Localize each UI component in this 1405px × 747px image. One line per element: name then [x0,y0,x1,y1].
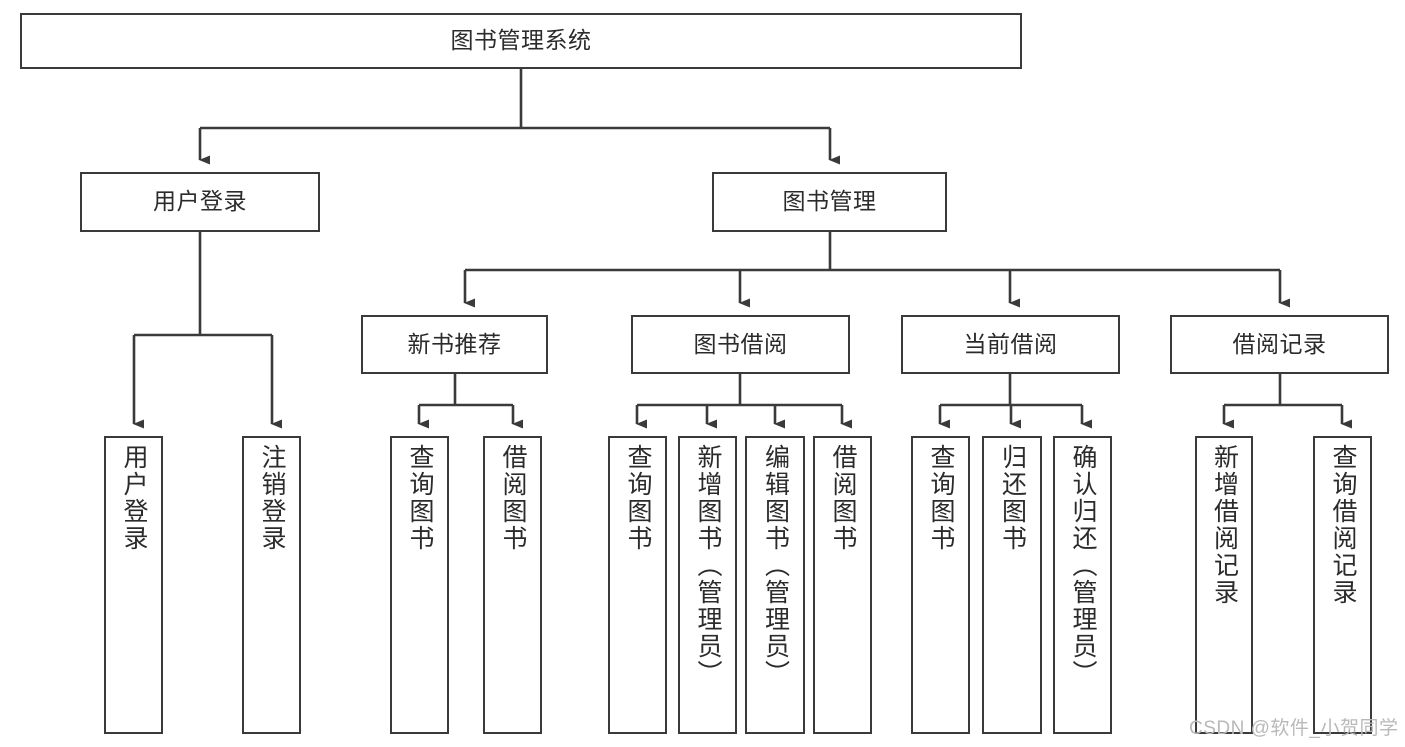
leaf-confirm-return[interactable]: 确认归还（管理员） [1053,436,1112,734]
node-book-manage[interactable]: 图书管理 [712,172,947,232]
leaf-edit-book-label: 编辑图书（管理员） [761,444,790,687]
node-new-book-rec[interactable]: 新书推荐 [361,315,548,374]
node-root[interactable]: 图书管理系统 [20,13,1022,69]
csdn-watermark: CSDN @软件_小贺同学 [1189,718,1399,739]
node-borrow-record-label: 借阅记录 [1232,330,1327,357]
leaf-return-book[interactable]: 归还图书 [982,436,1042,734]
leaf-user-login[interactable]: 用户登录 [104,436,163,734]
leaf-borrow-book-rec-label: 借阅图书 [499,444,527,552]
node-book-manage-label: 图书管理 [782,188,877,215]
node-user-login[interactable]: 用户登录 [80,172,320,232]
leaf-query-book-bb-label: 查询图书 [624,444,652,552]
leaf-confirm-return-label: 确认归还（管理员） [1069,444,1097,687]
node-book-borrow-label: 图书借阅 [693,330,788,357]
node-current-borrow-label: 当前借阅 [963,330,1058,357]
node-borrow-record[interactable]: 借阅记录 [1170,315,1389,374]
leaf-query-book-cb[interactable]: 查询图书 [911,436,970,734]
node-root-label: 图书管理系统 [450,27,592,54]
leaf-edit-book[interactable]: 编辑图书（管理员） [745,436,805,734]
leaf-add-record[interactable]: 新增借阅记录 [1195,436,1253,734]
leaf-add-book[interactable]: 新增图书（管理员） [678,436,737,734]
leaf-add-book-label: 新增图书（管理员） [694,444,722,687]
leaf-user-login-label: 用户登录 [120,444,148,552]
node-user-login-label: 用户登录 [153,188,247,215]
leaf-add-record-label: 新增借阅记录 [1210,444,1239,606]
leaf-query-record[interactable]: 查询借阅记录 [1313,436,1372,734]
leaf-query-book-bb[interactable]: 查询图书 [608,436,667,734]
leaf-borrow-book-bb[interactable]: 借阅图书 [813,436,872,734]
node-book-borrow[interactable]: 图书借阅 [631,315,850,374]
leaf-query-book-rec[interactable]: 查询图书 [390,436,449,734]
leaf-return-book-label: 归还图书 [998,444,1027,552]
node-current-borrow[interactable]: 当前借阅 [901,315,1120,374]
leaf-borrow-book-bb-label: 借阅图书 [829,444,857,552]
leaf-query-book-rec-label: 查询图书 [406,444,434,552]
node-new-book-rec-label: 新书推荐 [407,330,502,357]
leaf-query-record-label: 查询借阅记录 [1329,444,1357,606]
leaf-logout-label: 注销登录 [258,444,286,552]
leaf-borrow-book-rec[interactable]: 借阅图书 [483,436,542,734]
leaf-logout[interactable]: 注销登录 [242,436,301,734]
leaf-query-book-cb-label: 查询图书 [927,444,955,552]
